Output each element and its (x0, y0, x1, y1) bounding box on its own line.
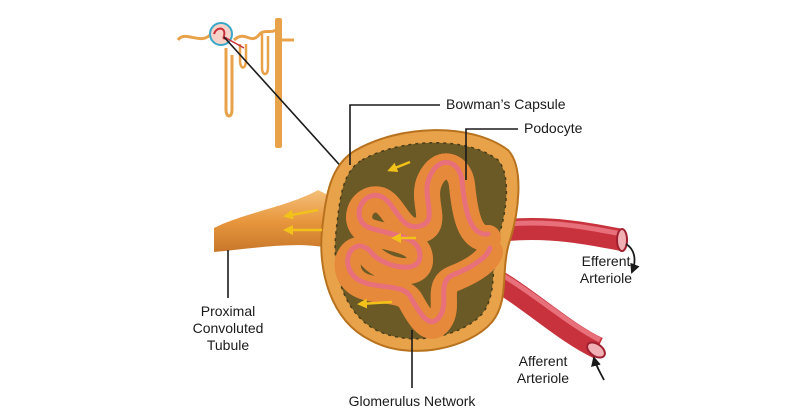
label-proximal-line1: Proximal (180, 303, 276, 320)
label-glomerulus-network: Glomerulus Network (322, 393, 502, 410)
label-proximal-tubule: Proximal Convoluted Tubule (180, 303, 276, 354)
afferent-flow-arrow (594, 358, 604, 380)
label-proximal-line2: Convoluted (180, 320, 276, 337)
label-efferent-line1: Efferent (566, 253, 646, 270)
zoom-pointer-line (224, 37, 346, 172)
label-bowmans-capsule: Bowman’s Capsule (446, 96, 566, 113)
label-podocyte: Podocyte (524, 120, 582, 137)
label-afferent-line2: Arteriole (503, 370, 583, 387)
nephron-thumbnail (178, 18, 294, 148)
label-proximal-line3: Tubule (180, 337, 276, 354)
label-efferent-arteriole: Efferent Arteriole (566, 253, 646, 287)
proximal-tubule-shape (214, 190, 338, 252)
label-afferent-arteriole: Afferent Arteriole (503, 353, 583, 387)
label-efferent-line2: Arteriole (566, 270, 646, 287)
label-afferent-line1: Afferent (503, 353, 583, 370)
